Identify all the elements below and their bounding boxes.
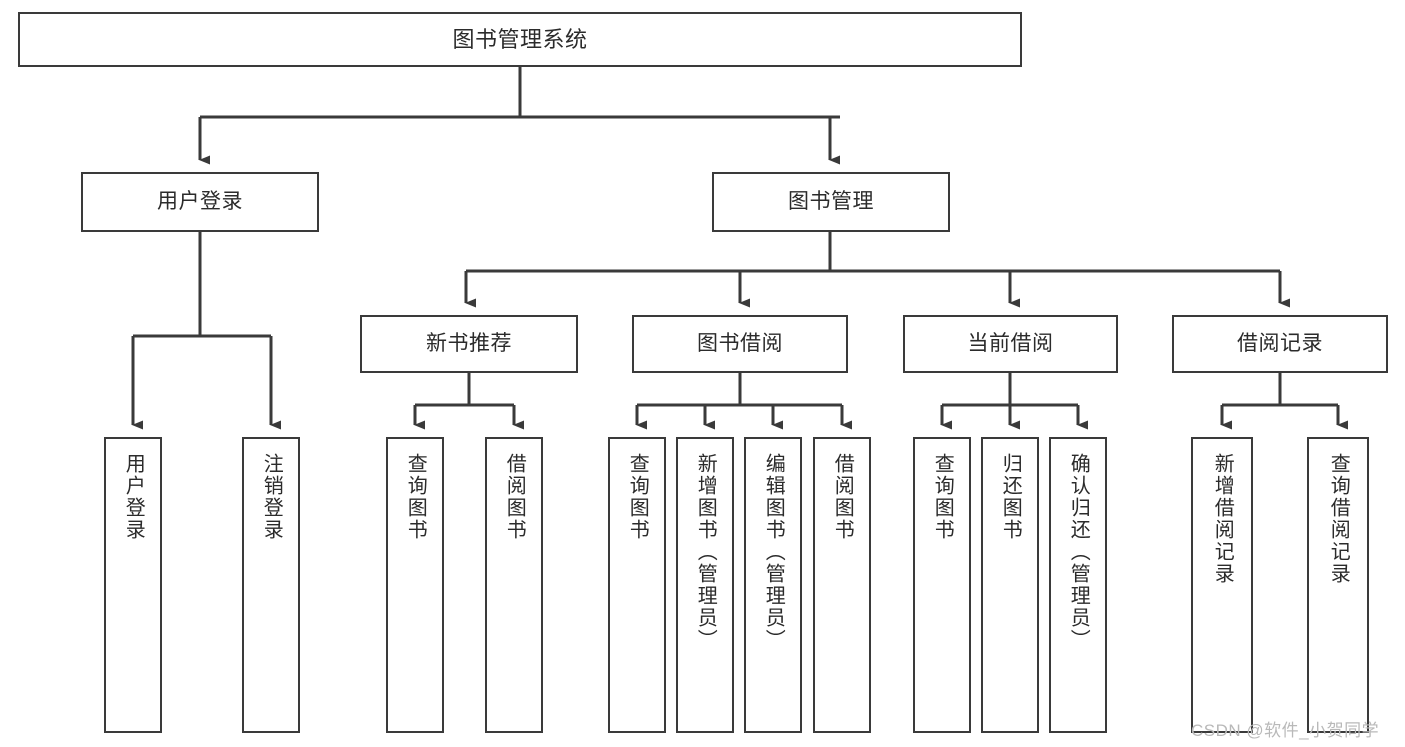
node-leaf-confirm-return[interactable]: 确认归还（管理员） [1049,437,1107,733]
node-leaf-return-book-label: 归还图书 [999,453,1022,541]
node-leaf-user-login-label: 用户登录 [122,453,145,541]
node-current-borrow-label: 当前借阅 [967,331,1054,355]
node-leaf-add-book-label: 新增图书（管理员） [694,453,717,651]
node-leaf-query-record-label: 查询借阅记录 [1327,453,1350,585]
node-leaf-query-book-3-label: 查询图书 [931,453,954,541]
node-leaf-logout[interactable]: 注销登录 [242,437,300,733]
node-leaf-user-login[interactable]: 用户登录 [104,437,162,733]
node-leaf-borrow-book-1-label: 借阅图书 [503,453,526,541]
node-leaf-edit-book[interactable]: 编辑图书（管理员） [744,437,802,733]
node-borrow-record-label: 借阅记录 [1237,331,1323,355]
node-leaf-logout-label: 注销登录 [260,453,283,541]
node-leaf-edit-book-label: 编辑图书（管理员） [762,453,785,651]
node-leaf-query-book-2-label: 查询图书 [626,453,649,541]
node-user-login[interactable]: 用户登录 [81,172,319,232]
node-leaf-confirm-return-label: 确认归还（管理员） [1067,453,1090,651]
node-current-borrow[interactable]: 当前借阅 [903,315,1118,373]
node-book-manage-label: 图书管理 [788,189,874,213]
node-leaf-query-record[interactable]: 查询借阅记录 [1307,437,1369,733]
node-book-borrow[interactable]: 图书借阅 [632,315,848,373]
node-new-book-rec[interactable]: 新书推荐 [360,315,578,373]
node-leaf-borrow-book-2-label: 借阅图书 [831,453,854,541]
node-new-book-rec-label: 新书推荐 [426,331,512,355]
node-leaf-add-record-label: 新增借阅记录 [1211,453,1234,585]
node-leaf-borrow-book-1[interactable]: 借阅图书 [485,437,543,733]
node-user-login-label: 用户登录 [157,189,243,213]
node-borrow-record[interactable]: 借阅记录 [1172,315,1388,373]
node-leaf-query-book-1-label: 查询图书 [404,453,427,541]
node-leaf-add-book[interactable]: 新增图书（管理员） [676,437,734,733]
csdn-watermark: CSDN @软件_小贺同学 [1191,721,1380,740]
node-leaf-return-book[interactable]: 归还图书 [981,437,1039,733]
node-leaf-query-book-1[interactable]: 查询图书 [386,437,444,733]
node-leaf-query-book-2[interactable]: 查询图书 [608,437,666,733]
node-root-label: 图书管理系统 [452,26,588,52]
node-leaf-query-book-3[interactable]: 查询图书 [913,437,971,733]
node-root[interactable]: 图书管理系统 [18,12,1022,67]
node-book-manage[interactable]: 图书管理 [712,172,950,232]
node-leaf-borrow-book-2[interactable]: 借阅图书 [813,437,871,733]
node-book-borrow-label: 图书借阅 [697,331,783,355]
node-leaf-add-record[interactable]: 新增借阅记录 [1191,437,1253,733]
